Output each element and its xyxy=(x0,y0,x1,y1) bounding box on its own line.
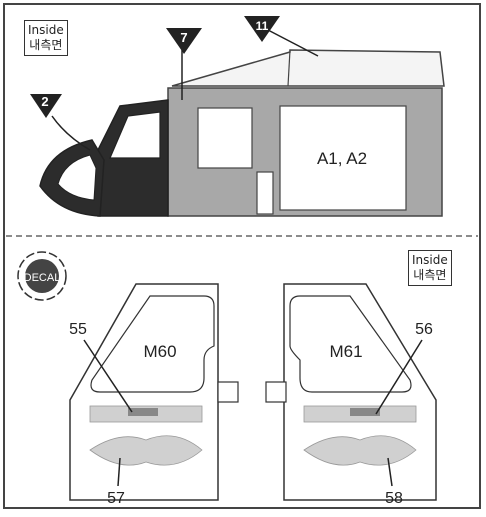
callout-line-55 xyxy=(83,339,133,413)
left-door xyxy=(69,283,239,501)
inside-label-top-ko: 내측면 xyxy=(29,38,63,52)
decal-badge: DECAL xyxy=(17,251,67,301)
part-marker-2: 2 xyxy=(30,94,62,118)
roof-panel xyxy=(171,49,445,87)
inside-label-bottom-ko: 내측면 xyxy=(413,268,447,282)
right-door-label: M61 xyxy=(329,342,362,361)
callout-55: 55 xyxy=(69,321,87,338)
right-door-window xyxy=(289,295,412,393)
callout-line-58 xyxy=(387,457,393,487)
part-marker-7-label: 7 xyxy=(180,30,187,45)
part-marker-2-label: 2 xyxy=(41,94,48,109)
left-door-label: M60 xyxy=(143,342,176,361)
window-marking-text: A1, A2 xyxy=(317,149,367,168)
inside-label-top: Inside 내측면 xyxy=(24,20,68,56)
door-window xyxy=(109,111,161,159)
right-decal-strip xyxy=(350,408,380,416)
decal-badge-text: DECAL xyxy=(24,272,61,284)
callout-56: 56 xyxy=(415,321,433,338)
part-marker-7: 7 xyxy=(166,28,202,54)
side-window-small xyxy=(197,107,253,169)
part-marker-11-label: 11 xyxy=(256,19,269,33)
left-stencil-lower xyxy=(89,435,203,466)
callout-58: 58 xyxy=(385,490,403,507)
inside-label-bottom: Inside 내측면 xyxy=(408,250,452,286)
callout-line-2 xyxy=(51,115,91,151)
callout-line-11 xyxy=(267,29,319,57)
callout-line-56 xyxy=(375,339,423,415)
part-marker-11: 11 xyxy=(244,16,280,42)
callout-57: 57 xyxy=(107,490,125,507)
right-stencil-lower xyxy=(303,435,417,466)
inside-label-top-en: Inside xyxy=(28,23,64,37)
right-door xyxy=(265,283,437,501)
callout-line-57 xyxy=(117,457,121,487)
nose-window xyxy=(57,154,97,201)
left-decal-strip xyxy=(128,408,158,416)
right-door-handle xyxy=(265,381,287,403)
side-window-large xyxy=(279,105,407,211)
inside-label-bottom-en: Inside xyxy=(412,253,448,267)
left-door-handle xyxy=(217,381,239,403)
side-slot xyxy=(256,171,274,215)
left-door-window xyxy=(90,295,215,393)
